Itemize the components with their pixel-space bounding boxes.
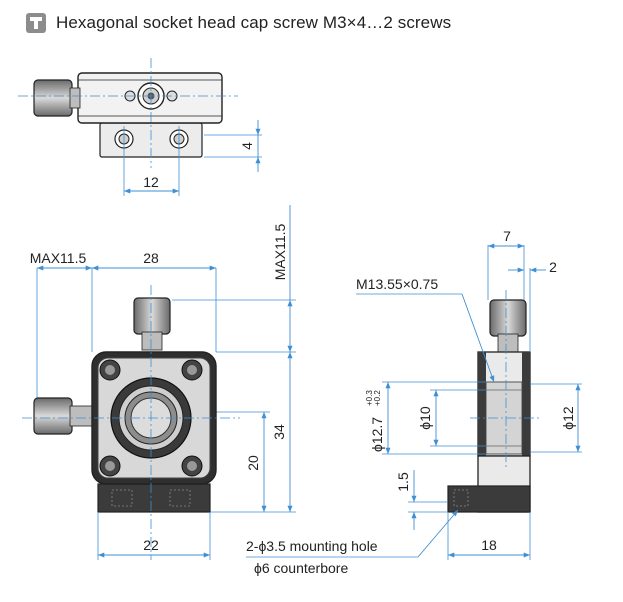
top-view: 12 4 xyxy=(18,58,262,196)
dim-height-4: 4 xyxy=(239,142,255,150)
dim-height-20: 20 xyxy=(245,455,261,471)
mounting-note: 2-ϕ3.5 mounting hole ϕ6 counterbore xyxy=(246,509,459,576)
dim-width-28: 28 xyxy=(143,250,159,266)
side-foot xyxy=(447,485,531,513)
top-adjuster-knob xyxy=(33,79,73,117)
side-top-knob xyxy=(489,299,527,337)
dim-width-12: 12 xyxy=(143,174,159,190)
header: Hexagonal socket head cap screw M3×4…2 s… xyxy=(26,10,451,36)
dim-height-34: 34 xyxy=(271,424,287,440)
front-top-knob xyxy=(133,297,171,335)
front-side-knob xyxy=(33,397,73,435)
dia-bore: ϕ12.7 xyxy=(369,417,385,452)
dim-2: 2 xyxy=(549,259,557,275)
front-base xyxy=(97,483,211,513)
dim-max-left: MAX11.5 xyxy=(30,250,87,266)
dim-width-22: 22 xyxy=(143,537,159,553)
thread-label: M13.55×0.75 xyxy=(356,276,438,292)
dia-12: ϕ12 xyxy=(560,406,576,430)
mounting-hole-note: 2-ϕ3.5 mounting hole xyxy=(246,538,378,554)
counterbore-note: ϕ6 counterbore xyxy=(254,560,348,576)
dim-7: 7 xyxy=(503,228,511,244)
side-view: 7 2 M13.55×0.75 ϕ12.7 +0.3 +0.2 ϕ10 xyxy=(356,228,582,560)
front-view: MAX11.5 28 MAX11.5 34 20 xyxy=(22,205,296,560)
dim-1-5: 1.5 xyxy=(395,472,411,492)
front-corner-screws xyxy=(99,359,203,477)
header-text: Hexagonal socket head cap screw M3×4…2 s… xyxy=(56,13,452,32)
dim-max-top: MAX11.5 xyxy=(272,224,288,281)
screw-icon xyxy=(26,13,46,33)
tol-lower: +0.2 xyxy=(373,390,382,406)
dim-18: 18 xyxy=(481,537,497,553)
dia-10: ϕ10 xyxy=(417,406,433,430)
tol-upper: +0.3 xyxy=(365,390,374,406)
